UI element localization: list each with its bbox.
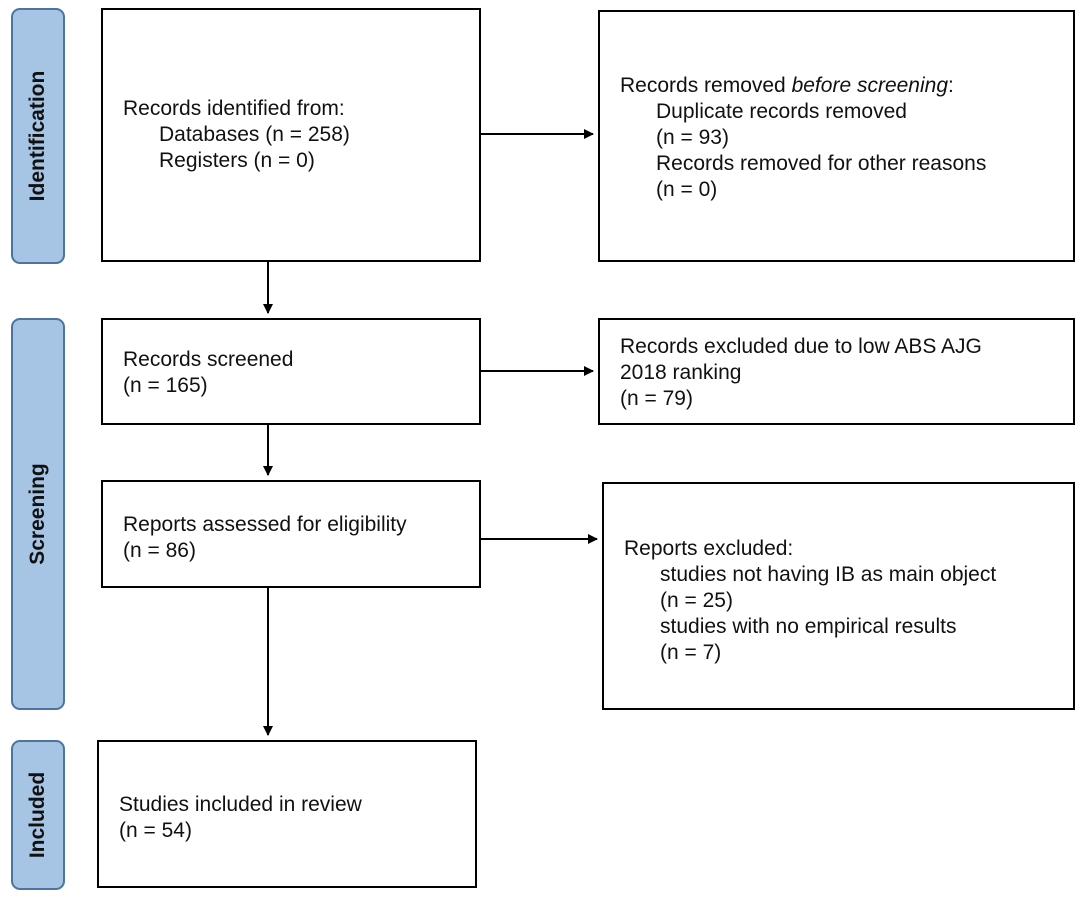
phase-screening: Screening — [11, 318, 65, 710]
reports-assessed-box: Reports assessed for eligibility (n = 86… — [101, 480, 481, 588]
phase-included: Included — [11, 740, 65, 890]
duplicate-records-label: Duplicate records removed — [656, 100, 907, 123]
records-removed-heading: Records removed before screening: — [620, 73, 986, 99]
records-screened-label: Records screened — [123, 348, 294, 371]
records-excluded-ranking-box: Records excluded due to low ABS AJG 2018… — [598, 318, 1075, 425]
studies-included-count: (n = 54) — [119, 819, 192, 842]
exclusion-reason-2-count: (n = 7) — [660, 641, 722, 664]
duplicate-records-count: (n = 93) — [656, 126, 729, 149]
records-excluded-line1: Records excluded due to low ABS AJG — [620, 335, 982, 358]
studies-included-box: Studies included in review (n = 54) — [97, 740, 477, 888]
databases-count: Databases (n = 258) — [159, 123, 350, 146]
records-identified-heading: Records identified from: — [123, 97, 345, 120]
records-identified-box: Records identified from: Databases (n = … — [101, 8, 481, 262]
records-removed-box: Records removed before screening: Duplic… — [598, 10, 1075, 262]
registers-count: Registers (n = 0) — [159, 149, 315, 172]
records-screened-count: (n = 165) — [123, 374, 208, 397]
records-removed-heading-prefix: Records removed — [620, 74, 792, 97]
reports-assessed-count: (n = 86) — [123, 539, 196, 562]
other-reasons-count: (n = 0) — [656, 178, 718, 201]
records-excluded-count: (n = 79) — [620, 387, 693, 410]
studies-included-label: Studies included in review — [119, 793, 362, 816]
records-screened-box: Records screened (n = 165) — [101, 318, 481, 425]
records-excluded-line2: 2018 ranking — [620, 361, 742, 384]
reports-excluded-box: Reports excluded: studies not having IB … — [602, 482, 1075, 710]
other-reasons-label: Records removed for other reasons — [656, 152, 987, 175]
exclusion-reason-1: studies not having IB as main object — [660, 563, 997, 586]
records-removed-heading-suffix: : — [948, 74, 954, 97]
reports-assessed-label: Reports assessed for eligibility — [123, 513, 407, 536]
phase-identification: Identification — [11, 8, 65, 264]
exclusion-reason-1-count: (n = 25) — [660, 589, 733, 612]
reports-excluded-heading: Reports excluded: — [624, 537, 794, 560]
records-removed-heading-italic: before screening — [791, 74, 949, 97]
exclusion-reason-2: studies with no empirical results — [660, 615, 957, 638]
